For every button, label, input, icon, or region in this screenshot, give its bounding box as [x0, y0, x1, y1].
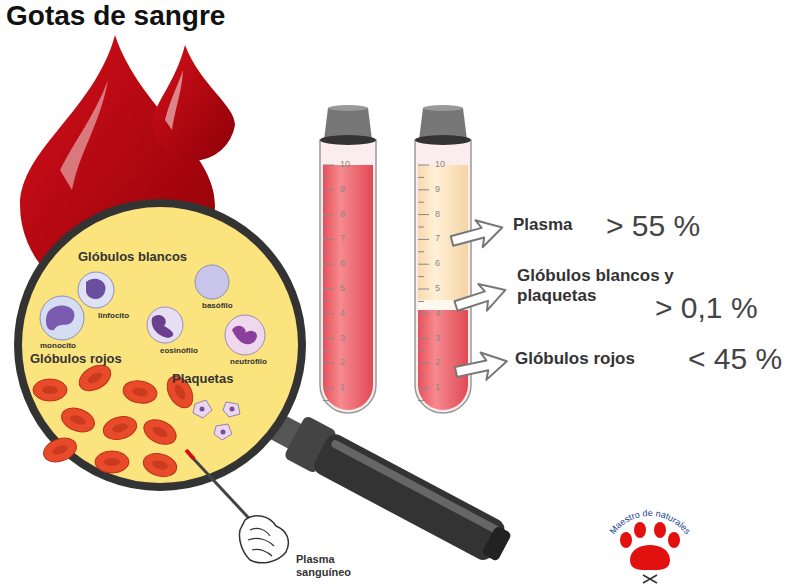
- cell-name: eosinófilo: [160, 346, 198, 355]
- platelets: [193, 400, 240, 440]
- logo-text: Maestro de naturales: [608, 508, 693, 537]
- scale-number: 6: [435, 258, 440, 268]
- scale-number: 3: [340, 333, 345, 343]
- scale-number: 2: [435, 357, 440, 367]
- cell-name: monocito: [40, 341, 76, 350]
- scale-number: 6: [340, 258, 345, 268]
- white-cells: [40, 265, 265, 355]
- group-heading: Plaquetas: [172, 372, 233, 387]
- scale-number: 10: [435, 159, 445, 169]
- cell-name: neutrófilo: [230, 357, 267, 366]
- percentage: > 55 %: [606, 209, 700, 244]
- scale-number: 7: [340, 233, 345, 243]
- callout-label: Glóbulos rojos: [515, 349, 635, 369]
- cell-name: basófilo: [202, 301, 233, 310]
- pointer-label: Plasma sanguíneo: [296, 553, 368, 578]
- scale-number: 1: [340, 382, 345, 392]
- scale-number: 7: [435, 233, 440, 243]
- scale-number: 4: [340, 308, 345, 318]
- callout-arrows: [448, 214, 509, 386]
- scale-number: 5: [435, 283, 440, 293]
- scale-number: 8: [435, 209, 440, 219]
- tube-scale-ticks: [323, 165, 429, 401]
- pointer-hand: [186, 450, 288, 563]
- scale-number: 1: [435, 382, 440, 392]
- scale-number: 4: [435, 308, 440, 318]
- scale-number: 3: [435, 333, 440, 343]
- scale-number: 5: [340, 283, 345, 293]
- group-heading: Glóbulos rojos: [30, 352, 122, 367]
- title: Gotas de sangre: [6, 0, 225, 32]
- magnifier-handle: [257, 401, 516, 569]
- group-heading: Glóbulos blancos: [78, 250, 187, 265]
- percentage: > 0,1 %: [655, 291, 758, 326]
- callout-label: Plasma: [513, 215, 573, 235]
- cell-name: linfocito: [98, 311, 129, 320]
- scale-number: 9: [340, 184, 345, 194]
- percentage: < 45 %: [688, 342, 782, 377]
- scale-number: 10: [340, 159, 350, 169]
- magnifier-lens: [18, 203, 302, 487]
- scale-number: 8: [340, 209, 345, 219]
- scale-number: 2: [340, 357, 345, 367]
- test-tube-whole-blood: [320, 105, 376, 413]
- scale-number: 9: [435, 184, 440, 194]
